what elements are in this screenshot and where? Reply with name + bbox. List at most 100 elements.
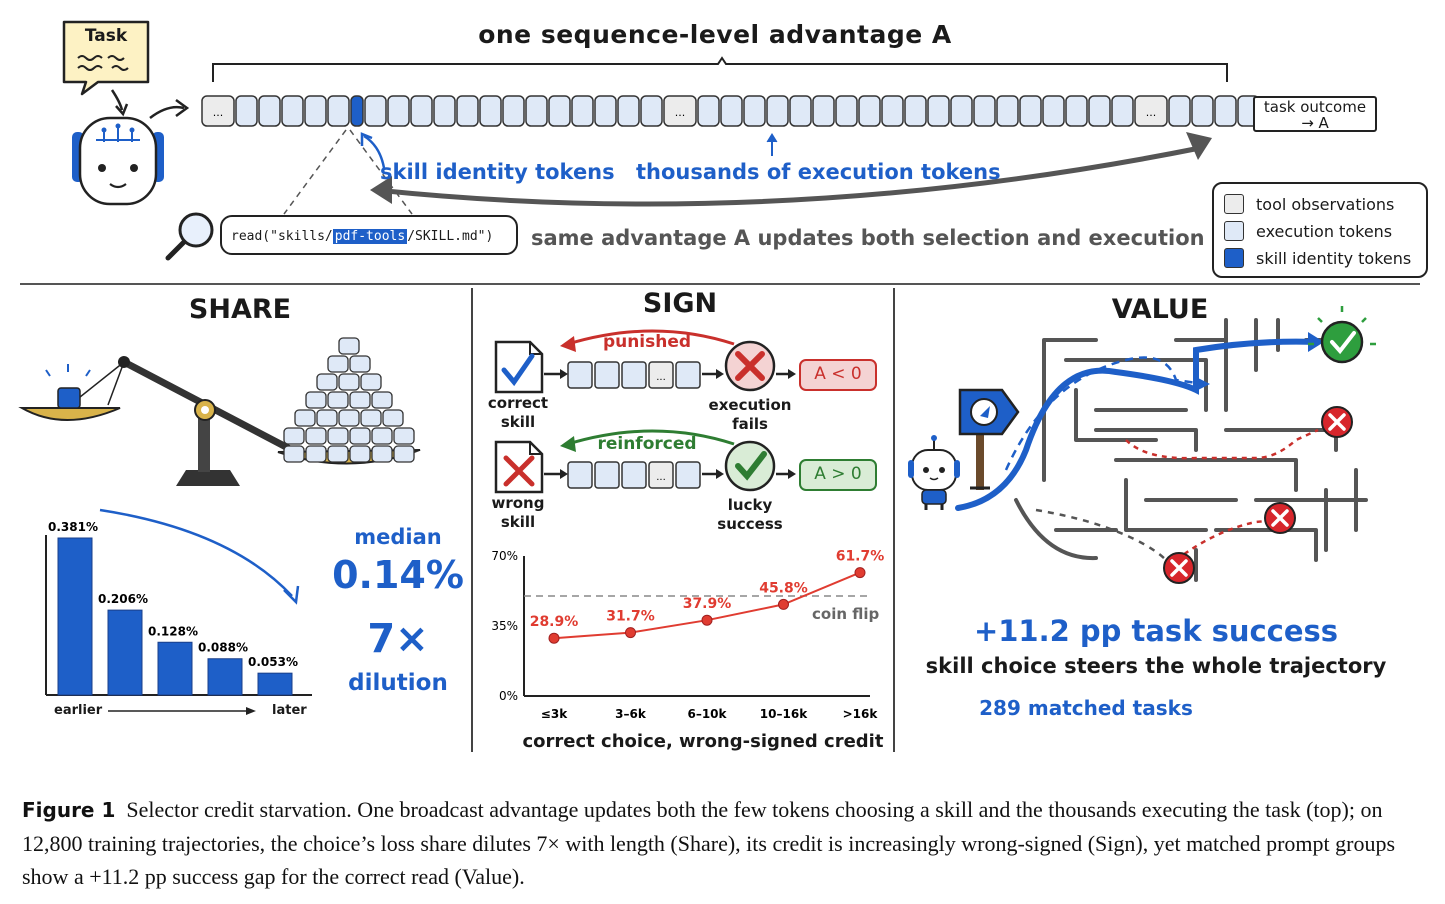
share-bar-label: 0.053%	[248, 655, 298, 669]
execution-tokens-label: thousands of execution tokens	[636, 160, 1001, 184]
code-suffix: /SKILL.md")	[407, 229, 494, 244]
token-cube	[316, 409, 338, 427]
positive-advantage-badge: A > 0	[814, 464, 862, 484]
token-cube	[338, 337, 360, 355]
token-cube	[327, 391, 349, 409]
share-bar-label: 0.381%	[48, 520, 98, 534]
sign-x-tick: ≤3k	[541, 707, 568, 721]
share-bar-chart: 0.381%0.206%0.128%0.088%0.053%	[48, 520, 298, 696]
execution-token	[304, 95, 327, 127]
sign-token	[621, 461, 647, 489]
tool-observation-token	[1134, 95, 1168, 127]
token-ellipsis: ...	[656, 472, 666, 483]
compass-signpost-icon	[958, 388, 1020, 490]
matched-tasks: 289 matched tasks	[979, 696, 1193, 720]
legend-item-tool: tool observations	[1224, 194, 1394, 214]
negative-advantage-badge: A < 0	[814, 364, 862, 384]
sign-point-label: 61.7%	[836, 549, 885, 565]
execution-token	[789, 95, 812, 127]
median-label: median	[354, 525, 442, 549]
sign-token	[675, 361, 701, 389]
token-cube	[371, 445, 393, 463]
token-cube	[305, 427, 327, 445]
sign-point-label: 37.9%	[683, 596, 732, 612]
token-ellipsis: ...	[656, 372, 666, 383]
execution-token	[812, 95, 835, 127]
task-note-icon	[62, 20, 150, 96]
fail-x-icon-2	[1264, 502, 1296, 534]
correct-skill-line2: skill	[500, 413, 536, 431]
same-advantage-note: same advantage A updates both selection …	[531, 226, 1205, 250]
dilution-value: 7×	[367, 616, 429, 662]
execution-token	[387, 95, 410, 127]
token-cube	[360, 373, 382, 391]
token-cube	[393, 427, 415, 445]
sign-point	[778, 598, 789, 610]
median-value: 0.14%	[332, 553, 464, 597]
correct-skill-line1: correct	[487, 394, 549, 412]
execution-token	[996, 95, 1019, 127]
exec-fails-line1: execution	[708, 396, 792, 414]
token-cube	[371, 391, 393, 409]
legend-item-exec: execution tokens	[1224, 221, 1392, 241]
skill-read-call: read("skills/pdf-tools/SKILL.md")	[220, 215, 518, 255]
sign-token	[567, 361, 593, 389]
sign-token	[594, 361, 620, 389]
value-subline: skill choice steers the whole trajectory	[925, 654, 1387, 678]
legend-swatch-exec	[1224, 221, 1244, 241]
execution-token	[743, 95, 766, 127]
legend-item-skill: skill identity tokens	[1224, 248, 1411, 268]
sign-token	[675, 461, 701, 489]
sign-x-tick: 6–10k	[687, 707, 727, 721]
balance-scale-icon	[18, 356, 421, 486]
sign-token	[648, 461, 674, 489]
sign-xlabel: correct choice, wrong-signed credit	[522, 731, 884, 752]
share-axis-earlier: earlier	[54, 703, 103, 718]
token-cube	[360, 409, 382, 427]
token-row: .........	[201, 95, 1260, 127]
execution-token	[327, 95, 350, 127]
share-bar	[157, 641, 193, 696]
execution-token	[973, 95, 996, 127]
token-cube-pile	[283, 337, 415, 463]
execution-token	[1019, 95, 1042, 127]
sign-title: SIGN	[642, 288, 718, 319]
sign-point	[625, 627, 636, 639]
tool-observation-token	[663, 95, 697, 127]
token-cube	[338, 409, 360, 427]
tool-observation-token	[201, 95, 235, 127]
task-outcome-box: task outcome → A	[1253, 96, 1377, 132]
token-cube	[327, 355, 349, 373]
execution-token	[617, 95, 640, 127]
token-cube	[327, 445, 349, 463]
execution-token	[548, 95, 571, 127]
sign-x-tick: >16k	[843, 707, 879, 721]
lucky-line1: lucky	[727, 496, 773, 514]
execution-token	[697, 95, 720, 127]
sign-x-tick: 10–16k	[760, 707, 808, 721]
token-ellipsis: ...	[213, 106, 224, 119]
legend-swatch-skill	[1224, 248, 1244, 268]
token-cube	[349, 391, 371, 409]
exec-fails-line2: fails	[732, 415, 768, 433]
token-cube	[327, 427, 349, 445]
share-bar	[257, 672, 293, 696]
fail-x-icon-1	[1321, 406, 1353, 438]
sign-diagram: ... ...	[494, 329, 877, 494]
execution-token	[258, 95, 281, 127]
figure-caption: Figure 1 Selector credit starvation. One…	[22, 793, 1432, 893]
execution-token	[1111, 95, 1134, 127]
code-skill-name: pdf-tools	[332, 229, 408, 244]
execution-token	[640, 95, 663, 127]
execution-token	[927, 95, 950, 127]
execution-token	[433, 95, 456, 127]
divider-right	[893, 288, 895, 752]
execution-token	[571, 95, 594, 127]
execution-token	[364, 95, 387, 127]
top-headline: one sequence-level advantage A	[478, 20, 952, 49]
caption-label: Figure 1	[22, 798, 116, 822]
sign-point-label: 28.9%	[530, 614, 579, 630]
correct-doc-icon	[494, 340, 544, 394]
